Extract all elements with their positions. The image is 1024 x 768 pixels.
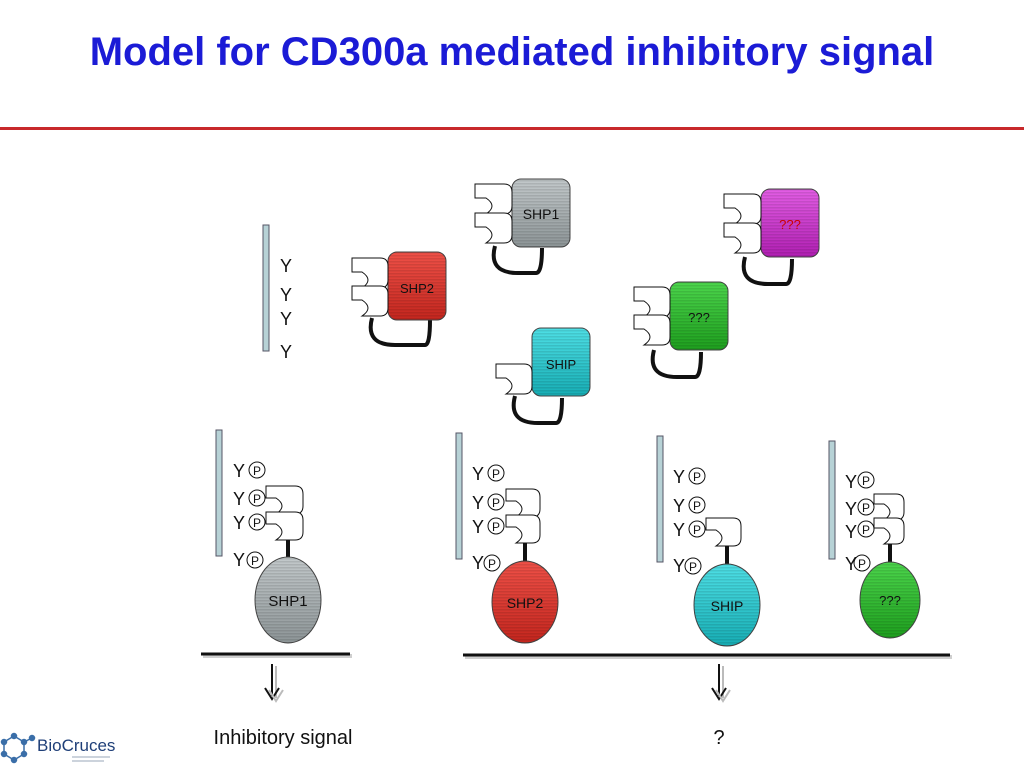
free-unknown-green: ???	[633, 281, 729, 379]
c4-phospho-3	[857, 520, 875, 538]
free-unknown-magenta: ???	[723, 188, 820, 286]
c4-phospho-4-label: P	[858, 557, 866, 571]
free-shp2-label: SHP2	[400, 281, 434, 296]
c4-phospho-4	[853, 554, 871, 572]
c4-phospho-2	[857, 498, 875, 516]
c3-tyrosine-3: Y	[673, 520, 685, 540]
c3-tyrosine-1: Y	[673, 467, 685, 487]
c2-tyrosine-1: Y	[472, 464, 484, 484]
c2-phospho-2-label: P	[492, 496, 500, 510]
c4-tyrosine-3: Y	[845, 522, 857, 542]
c4-enzyme-label: ???	[879, 593, 901, 608]
slide-title: Model for CD300a mediated inhibitory sig…	[89, 30, 935, 74]
c2-phospho-4	[483, 554, 501, 572]
free-unknown-magenta-label: ???	[779, 217, 801, 232]
inhibitory-signal-label: Inhibitory signal	[214, 727, 353, 749]
c2-phospho-4-label: P	[488, 557, 496, 571]
c4-tyrosine-1: Y	[845, 472, 857, 492]
c2-enzyme-label: SHP2	[507, 595, 544, 611]
c3-phospho-2-label: P	[693, 499, 701, 513]
membrane-left	[201, 652, 352, 658]
c3-phospho-4-label: P	[689, 560, 697, 574]
c3-phospho-1	[688, 467, 706, 485]
title-divider	[0, 127, 1024, 130]
free-ship: SHIP	[495, 327, 591, 425]
c3-phospho-2	[688, 496, 706, 514]
c1-phospho-4	[246, 551, 264, 569]
complex-shp1: Y P Y P Y P Y P SHP1	[215, 429, 322, 644]
free-tyrosine-4: Y	[280, 342, 292, 362]
free-receptor: Y Y Y Y	[262, 224, 292, 362]
down-arrow-left	[264, 664, 284, 703]
free-shp1-label: SHP1	[523, 206, 560, 222]
c1-tyrosine-2: Y	[233, 489, 245, 509]
c2-tyrosine-3: Y	[472, 517, 484, 537]
complex-ship: Y P Y P Y P Y P SHIP	[656, 435, 761, 647]
logo-name: BioCruces	[37, 736, 115, 755]
c2-phospho-2	[487, 493, 505, 511]
c1-tyrosine-1: Y	[233, 461, 245, 481]
c4-tyrosine-2: Y	[845, 499, 857, 519]
c1-phospho-3	[248, 513, 266, 531]
c1-tyrosine-3: Y	[233, 513, 245, 533]
free-tyrosine-1: Y	[280, 256, 292, 276]
down-arrow-right	[711, 664, 731, 703]
c4-phospho-1-label: P	[862, 474, 870, 488]
c1-phospho-3-label: P	[253, 516, 261, 530]
free-shp1: SHP1	[474, 178, 571, 275]
complex-shp2: Y P Y P Y P Y P SHP2	[455, 432, 559, 644]
c1-phospho-2-label: P	[253, 492, 261, 506]
c2-phospho-3-label: P	[492, 520, 500, 534]
c2-tyrosine-2: Y	[472, 493, 484, 513]
molecule-icon	[0, 732, 36, 764]
c3-tyrosine-4: Y	[673, 556, 685, 576]
c3-enzyme-label: SHIP	[711, 598, 744, 614]
free-tyrosine-2: Y	[280, 285, 292, 305]
c1-enzyme-label: SHP1	[268, 593, 307, 610]
c3-phospho-3-label: P	[693, 523, 701, 537]
membrane-right	[463, 653, 952, 659]
c3-phospho-4	[684, 557, 702, 575]
c4-phospho-2-label: P	[862, 501, 870, 515]
free-tyrosine-3: Y	[280, 309, 292, 329]
c3-tyrosine-2: Y	[673, 496, 685, 516]
c1-phospho-1	[248, 461, 266, 479]
free-ship-label: SHIP	[546, 357, 576, 372]
c2-phospho-3	[487, 517, 505, 535]
unknown-signal-label: ?	[713, 727, 724, 749]
c4-tyrosine-4: Y	[845, 554, 857, 574]
c1-tyrosine-4: Y	[233, 550, 245, 570]
free-unknown-green-label: ???	[688, 310, 710, 325]
free-shp2: SHP2	[351, 251, 447, 347]
c3-phospho-1-label: P	[693, 470, 701, 484]
biocruces-logo: BioCruces	[0, 732, 115, 764]
c4-phospho-1	[857, 471, 875, 489]
c1-phospho-4-label: P	[251, 554, 259, 568]
complex-unknown: Y P Y P Y P Y P ???	[828, 440, 921, 639]
c3-phospho-3	[688, 520, 706, 538]
c1-phospho-1-label: P	[253, 464, 261, 478]
c2-tyrosine-4: Y	[472, 553, 484, 573]
c1-phospho-2	[248, 489, 266, 507]
c2-phospho-1	[487, 464, 505, 482]
c4-phospho-3-label: P	[862, 523, 870, 537]
c2-phospho-1-label: P	[492, 467, 500, 481]
